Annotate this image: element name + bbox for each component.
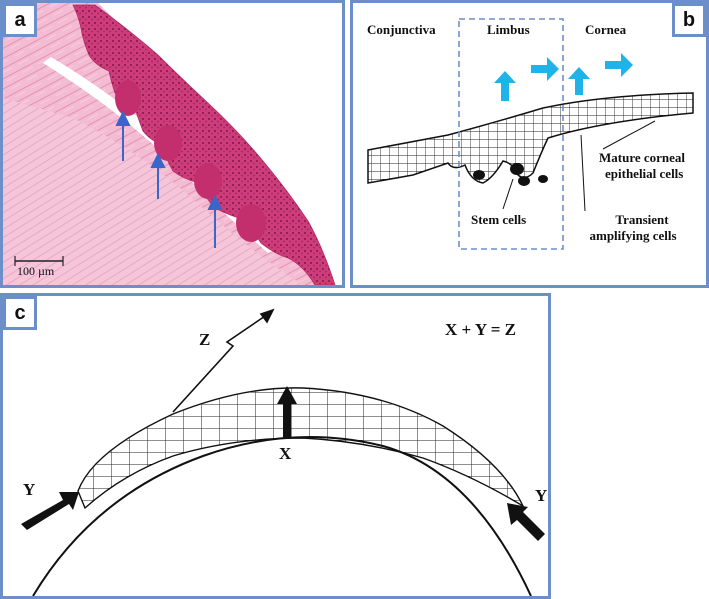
stem-cell-dots <box>473 163 548 186</box>
limbus-label: Limbus <box>487 22 530 37</box>
limbus-box <box>458 18 564 250</box>
papilla <box>154 125 182 161</box>
mature-label-1: Mature corneal <box>599 150 686 165</box>
papilla <box>236 204 266 242</box>
x-arrow <box>277 386 297 439</box>
panel-c-tag: c <box>3 296 37 330</box>
right-arrow <box>531 57 559 81</box>
panel-a-histology: 100 µm a <box>0 0 345 288</box>
y-left-label: Y <box>23 480 36 499</box>
blue-arrows <box>115 110 223 248</box>
mature-label-2: epithelial cells <box>605 166 684 181</box>
scale-bar-label: 100 µm <box>17 264 55 278</box>
equation-label: X + Y = Z <box>445 320 517 339</box>
y-right-arrow <box>507 503 545 541</box>
epithelium-schematic <box>367 18 694 250</box>
lower-stroma <box>3 98 303 285</box>
curved-epithelium <box>21 308 545 596</box>
panel-b-schematic: Conjunctiva Limbus Cornea Stem cells Tra… <box>350 0 709 288</box>
transient-label-2: amplifying cells <box>589 228 677 243</box>
background <box>98 3 342 285</box>
epithelium-dome-outline <box>77 387 525 510</box>
panel-b-tag: b <box>672 3 706 37</box>
papilla <box>115 80 141 116</box>
flow-arrows <box>494 53 633 101</box>
histology-image <box>3 3 342 285</box>
x-label: X <box>279 444 292 463</box>
panel-a-tag: a <box>3 3 37 37</box>
z-label: Z <box>199 330 211 349</box>
stem-cells-label: Stem cells <box>471 212 527 227</box>
up-arrow <box>494 71 516 101</box>
panel-c-xyz-diagram: X + Y = Z Z X Y Y c <box>0 293 551 599</box>
right-arrow <box>605 53 633 77</box>
up-arrow <box>568 67 590 95</box>
y-right-label: Y <box>535 486 548 505</box>
cornea-label: Cornea <box>585 22 627 37</box>
conjunctiva-label: Conjunctiva <box>367 22 436 37</box>
y-left-arrow <box>21 492 79 530</box>
papilla <box>194 163 222 199</box>
transient-label-1: Transient <box>615 212 669 227</box>
pointer-lines <box>502 120 656 212</box>
z-arrow <box>172 308 275 413</box>
tissue-outline <box>367 92 694 184</box>
